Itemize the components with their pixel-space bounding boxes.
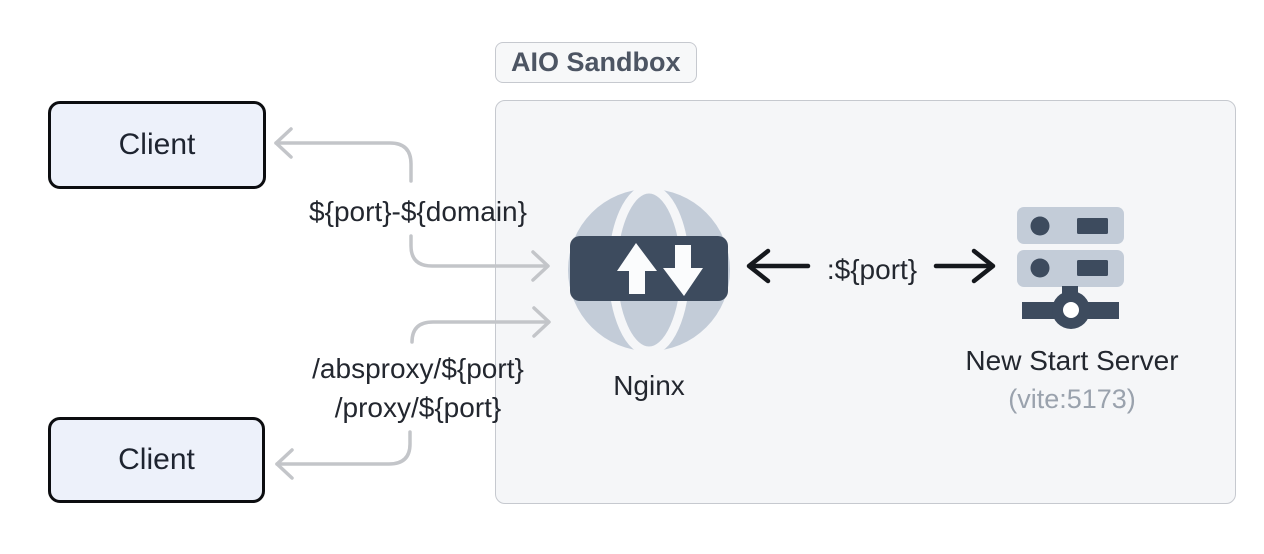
client-bottom-label: Client [118,443,195,476]
server-sublabel: (vite:5173) [1008,384,1136,414]
server-unit-1 [1017,207,1124,244]
label-proxy-route: /proxy/${port} [334,392,502,423]
connector-bottom-segment-client [275,430,412,466]
server-unit-2 [1017,250,1124,287]
server-network-node-hole [1063,302,1079,318]
client-box-bottom: Client [48,417,265,503]
server-caption: New Start Server (vite:5173) [940,341,1204,419]
nginx-label: Nginx [613,370,685,401]
client-top-label: Client [118,128,196,161]
label-subdomain-route: ${port}-${domain} [309,196,527,227]
arrowhead-to-server-icon [971,248,996,284]
nginx-globe-transfer-icon [568,184,730,356]
server-slot-1 [1077,218,1108,234]
server-led-1 [1030,216,1050,236]
server-slot-2 [1077,260,1108,276]
sandbox-label-badge: AIO Sandbox [495,42,697,83]
connector-top-segment-client [274,141,413,183]
label-port: :${port} [826,254,918,285]
label-path-routes: /absproxy/${port} /proxy/${port} [270,349,566,427]
sandbox-label: AIO Sandbox [511,47,681,77]
arrowhead-to-nginx-icon [746,248,771,284]
connector-path-route [275,306,551,480]
arrowhead-left-to-client-bottom-icon [275,448,294,480]
server-label: New Start Server [965,345,1179,376]
down-arrow-glyph-icon [663,245,703,296]
client-box-top: Client [48,101,266,189]
server-led-2 [1030,258,1050,278]
server-stack-icon [1017,207,1124,329]
arrow-nginx-server [746,248,996,284]
arrowhead-right-to-nginx-top-icon [531,250,550,282]
label-absproxy-route: /absproxy/${port} [312,353,524,384]
connector-top-segment-nginx [409,234,546,268]
connector-bottom-segment-nginx [410,320,547,344]
arrowhead-right-to-nginx-bottom-icon [532,306,551,338]
connector-subdomain-route [274,127,550,282]
arrowhead-left-to-client-top-icon [274,127,293,159]
up-arrow-glyph-icon [617,243,657,294]
